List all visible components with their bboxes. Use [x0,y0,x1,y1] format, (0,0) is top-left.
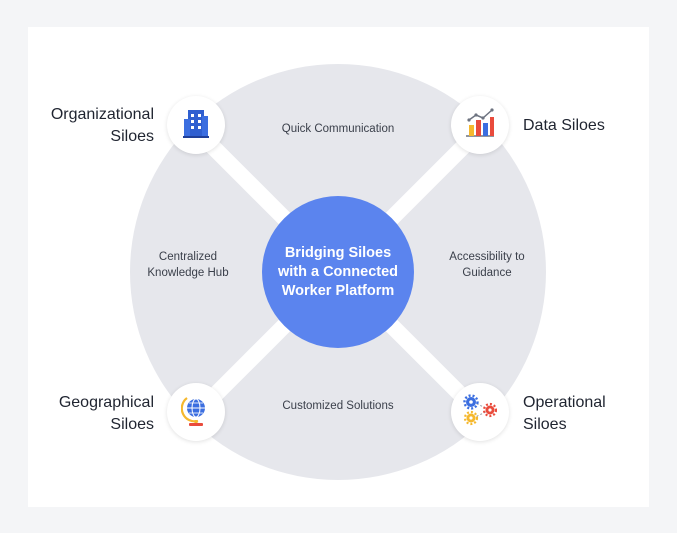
data-label-line1: Data Siloes [523,117,605,134]
bar-chart-icon [464,107,496,143]
segment-left-line2: Knowledge Hub [147,267,229,279]
center-title-line1: Bridging Siloes [284,244,392,261]
operational-label: Operational Siloes [523,392,643,436]
center-title-line2: with a Connected [277,263,399,280]
operational-label-line1: Operational [523,394,606,411]
data-label: Data Siloes [523,115,643,137]
segment-top-label: Quick Communication [281,123,395,135]
geographical-label: Geographical Siloes [34,392,154,436]
globe-icon [180,393,211,432]
segment-right-label: Accessibility to Guidance [432,249,542,281]
organizational-label-line2: Siloes [110,128,154,145]
geographical-label-line1: Geographical [58,394,154,411]
data-node [451,96,509,154]
organizational-node [167,96,225,154]
segment-right-line2: Guidance [462,267,512,279]
organizational-label: Organizational Siloes [34,104,154,148]
segment-left-label: Centralized Knowledge Hub [130,249,246,281]
operational-label-line2: Siloes [523,416,567,433]
building-icon [181,107,211,144]
segment-bottom-label: Customized Solutions [282,400,394,412]
organizational-label-line1: Organizational [50,106,154,123]
operational-node [451,383,509,441]
center-title-line3: Worker Platform [281,282,395,299]
geographical-label-line2: Siloes [110,416,154,433]
geographical-node [167,383,225,441]
gears-icon [463,393,498,431]
center-hub: Bridging Siloes with a Connected Worker … [262,196,414,348]
segment-right-line1: Accessibility to [449,251,525,263]
segment-left-line1: Centralized [158,251,218,263]
